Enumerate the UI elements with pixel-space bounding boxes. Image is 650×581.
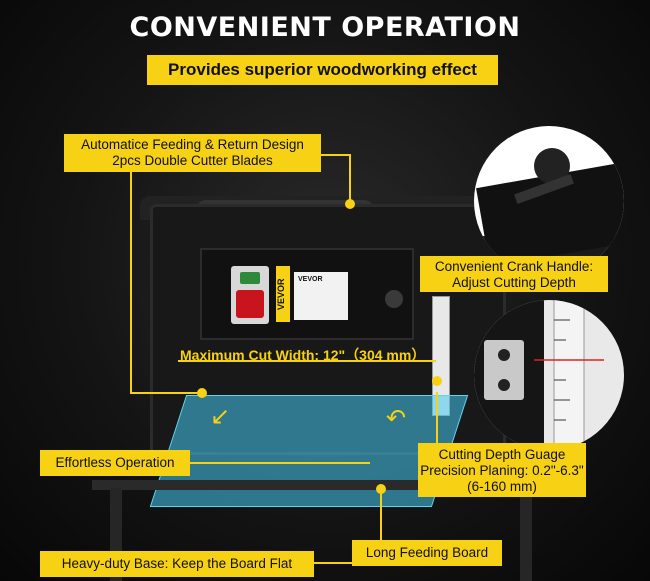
depth-gauge-line3: (6-160 mm) [467, 479, 537, 494]
depth-gauge-line1: Cutting Depth Guage [438, 447, 566, 462]
depth-gauge-detail-image [474, 300, 624, 450]
max-cut-width-line [178, 360, 436, 362]
feeding-design-label: Automatice Feeding & Return Design 2pcs … [64, 134, 321, 172]
page-title: CONVENIENT OPERATION [129, 12, 521, 43]
crank-handle-label: Convenient Crank Handle: Adjust Cutting … [420, 256, 608, 292]
crank-detail-image [474, 126, 624, 276]
stand-leg-right [520, 488, 532, 581]
depth-gauge-line2: Precision Planing: 0.2"-6.3" [420, 463, 584, 478]
depth-gauge-label: Cutting Depth Guage Precision Planing: 0… [418, 443, 586, 497]
callout-dot [197, 388, 207, 398]
callout-line [321, 154, 351, 156]
reset-knob [385, 290, 403, 308]
callout-line [130, 392, 202, 394]
crank-handle-line2: Adjust Cutting Depth [452, 275, 576, 290]
callout-dot [345, 199, 355, 209]
spec-plate-brand: VEVOR [298, 276, 323, 283]
callout-dot [432, 376, 442, 386]
crank-handle-line1: Convenient Crank Handle: [434, 259, 594, 274]
effortless-label: Effortless Operation [40, 450, 190, 476]
callout-line [130, 172, 132, 392]
callout-line [190, 462, 370, 464]
callout-line [380, 488, 382, 540]
callout-dot [376, 484, 386, 494]
callout-line [314, 562, 354, 564]
return-arrow-icon: ↶ [386, 404, 407, 432]
callout-line [436, 392, 438, 444]
feeding-board-label: Long Feeding Board [352, 540, 502, 566]
start-button [240, 272, 260, 284]
callout-line [349, 154, 351, 204]
brand-label: VEVOR [276, 266, 290, 322]
subtitle-banner: Provides superior woodworking effect [147, 55, 498, 85]
feeding-design-line2: 2pcs Double Cutter Blades [112, 153, 273, 168]
spec-plate [294, 272, 348, 320]
base-label: Heavy-duty Base: Keep the Board Flat [40, 551, 314, 577]
stand-crossbar [92, 480, 562, 490]
stop-button [236, 290, 264, 318]
max-cut-width-label: Maximum Cut Width: 12"（304 mm） [180, 347, 426, 363]
feed-arrow-icon: ↙ [210, 402, 231, 430]
feeding-design-line1: Automatice Feeding & Return Design [81, 137, 304, 152]
